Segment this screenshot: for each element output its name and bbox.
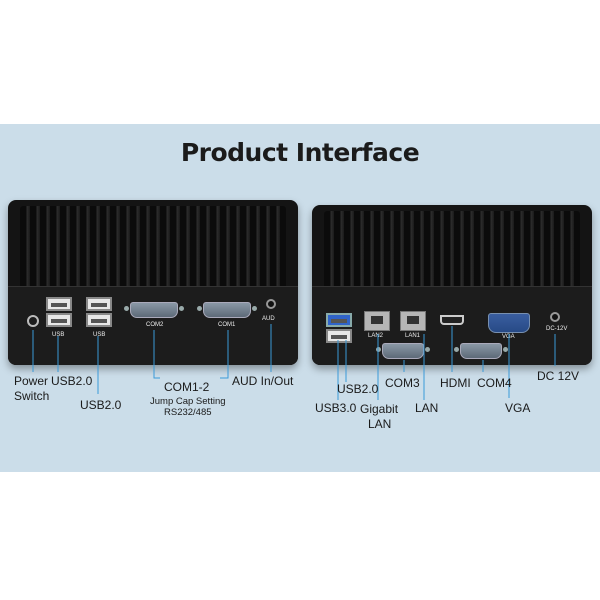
usb-port-label: USB [93, 332, 106, 338]
usb20-label: USB2.0 [337, 382, 379, 396]
left-mini-pc [8, 200, 298, 365]
usb-port [86, 297, 112, 311]
com4-port [454, 343, 508, 359]
com2-port-label: COM2 [146, 322, 164, 328]
right-mini-pc [312, 205, 592, 365]
hdmi-label: HDMI [440, 376, 471, 390]
page-title: Product Interface [180, 138, 420, 167]
dc-12v-label: DC 12V [537, 369, 580, 383]
lan2-port [364, 311, 390, 331]
lan1-port-label: LAN1 [405, 333, 421, 339]
com3-port [376, 343, 430, 359]
dc-port-label: DC-12V [546, 326, 568, 332]
usb-port [46, 297, 72, 311]
power-button-icon [27, 315, 39, 327]
heatsink-fins [20, 206, 286, 296]
usb30-label: USB3.0 [315, 401, 357, 415]
rs232-485-label: RS232/485 [164, 407, 212, 418]
com2-port [124, 302, 184, 318]
aud-in-out-label: AUD In/Out [232, 374, 294, 388]
jump-cap-setting-label: Jump Cap Setting [150, 396, 226, 407]
vga-port-label: VGA [502, 334, 515, 340]
power-switch-label-line1: Power [14, 374, 49, 388]
com3-label: COM3 [385, 376, 420, 390]
com1-port-label: COM1 [218, 322, 236, 328]
lan1-port [400, 311, 426, 331]
usb-port-label: USB [52, 332, 65, 338]
usb2-label: USB2.0 [51, 374, 93, 388]
hdmi-port [440, 315, 464, 325]
lan2-port-label: LAN2 [368, 333, 384, 339]
vga-port [488, 313, 530, 333]
gigabit-lan-label-line2: LAN [368, 417, 392, 431]
audio-jack [266, 299, 276, 309]
aud-port-label: AUD [262, 316, 275, 322]
com1-port [197, 302, 257, 318]
usb-port [46, 313, 72, 327]
power-switch-label-line2: Switch [14, 389, 50, 403]
usb3-port [326, 313, 352, 327]
com1-2-label: COM1-2 [164, 380, 210, 394]
lan-label: LAN [415, 401, 439, 415]
usb2-port [326, 329, 352, 343]
usb2-label: USB2.0 [80, 398, 122, 412]
dc-power-jack [550, 312, 560, 322]
usb-port [86, 313, 112, 327]
com4-label: COM4 [477, 376, 512, 390]
gigabit-lan-label-line1: Gigabit [360, 402, 399, 416]
vga-label: VGA [505, 401, 531, 415]
